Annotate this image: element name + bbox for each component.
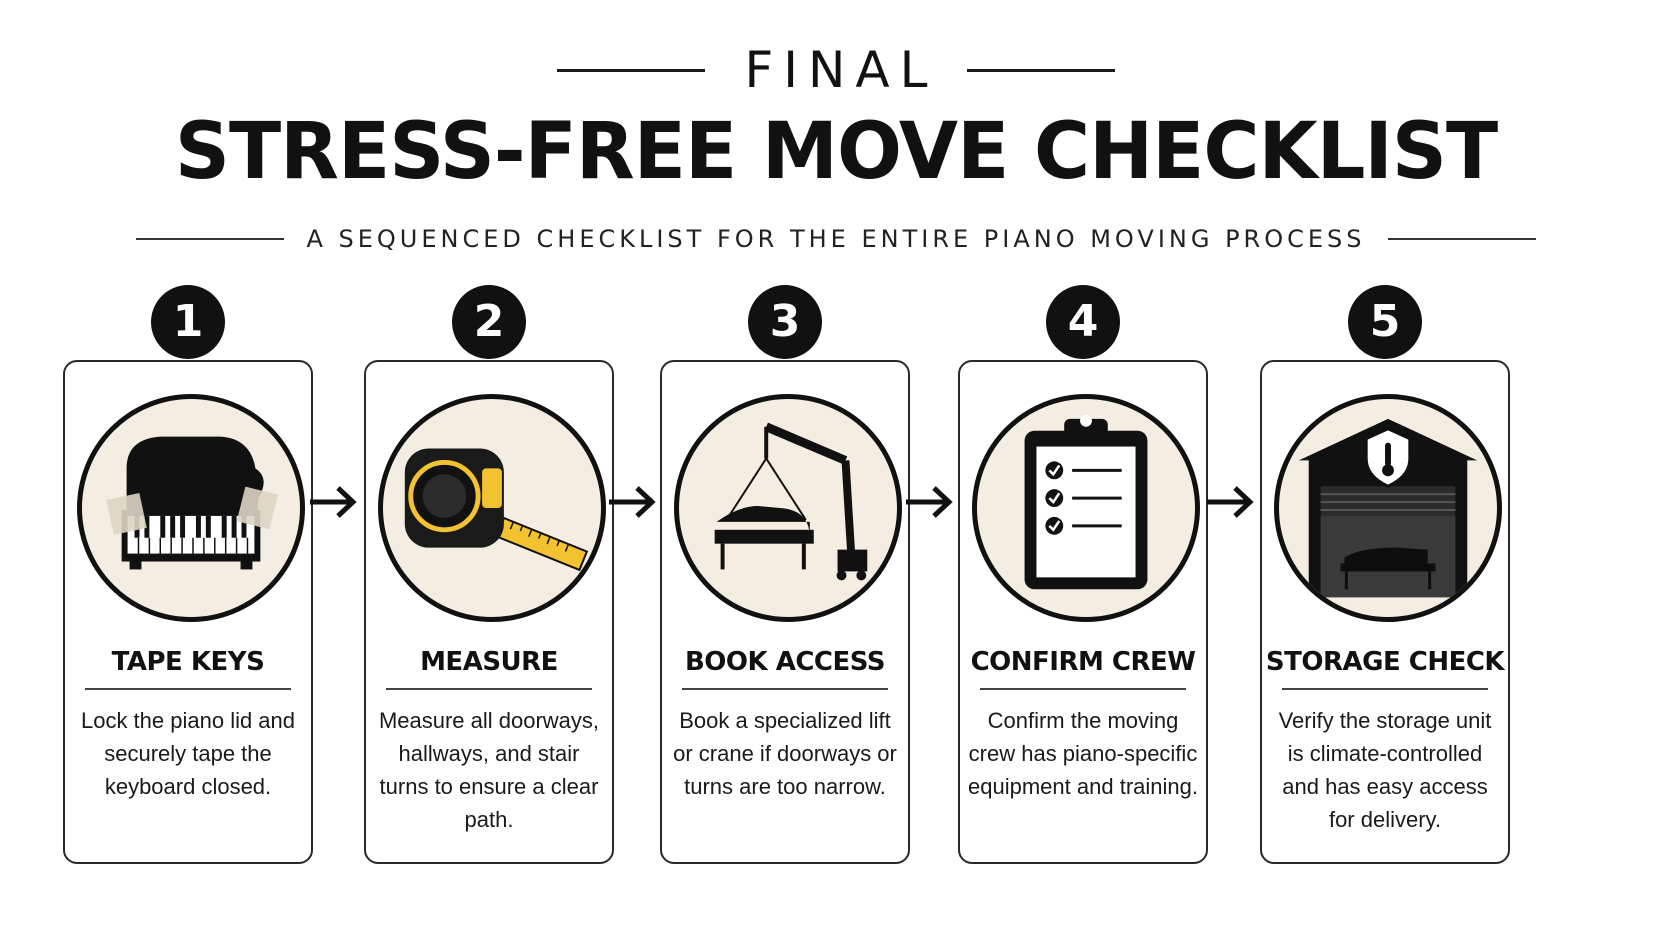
step-divider bbox=[980, 688, 1186, 690]
step-confirm-crew: 4 CONFIRM CREW Confirm the moving cre bbox=[958, 285, 1208, 875]
step-storage-check: 5 STORAGE CHECK Verify the stora bbox=[1260, 285, 1510, 875]
step-card: BOOK ACCESS Book a specialized lift or c… bbox=[660, 360, 910, 864]
step-description: Lock the piano lid and securely tape the… bbox=[80, 708, 296, 799]
step-tape-keys: 1 bbox=[63, 285, 313, 875]
arrow-right-icon bbox=[310, 486, 357, 518]
step-description: Confirm the moving crew has piano-specif… bbox=[968, 708, 1198, 799]
eyebrow-rule-left bbox=[556, 68, 705, 72]
step-title: MEASURE bbox=[420, 647, 558, 677]
step-book-access: 3 BOOK ACCESS Book a specialized lift or… bbox=[660, 285, 910, 875]
arrow-right-icon bbox=[906, 486, 953, 518]
step-description: Measure all doorways, hallways, and stai… bbox=[378, 708, 600, 832]
subtitle-rule-left bbox=[136, 238, 285, 240]
subtitle-rule-right bbox=[1387, 238, 1536, 240]
step-card: CONFIRM CREW Confirm the moving crew has… bbox=[958, 360, 1208, 864]
step-description: Book a specialized lift or crane if door… bbox=[673, 708, 897, 799]
step-card: MEASURE Measure all doorways, hallways, … bbox=[364, 360, 614, 864]
step-divider bbox=[386, 688, 592, 690]
step-number-badge: 2 bbox=[452, 285, 526, 359]
step-number-badge: 5 bbox=[1348, 285, 1422, 359]
arrow-right-icon bbox=[609, 486, 656, 518]
step-divider bbox=[1282, 688, 1488, 690]
step-number-badge: 3 bbox=[748, 285, 822, 359]
step-measure: 2 MEASURE Measure all doorways, hallways… bbox=[364, 285, 614, 875]
page-subtitle: A SEQUENCED CHECKLIST FOR THE ENTIRE PIA… bbox=[306, 225, 1366, 253]
step-title: CONFIRM CREW bbox=[970, 647, 1196, 677]
climate-storage-icon bbox=[1274, 394, 1502, 622]
header: FINAL STRESS-FREE MOVE CHECKLIST A SEQUE… bbox=[0, 0, 1672, 260]
subtitle-row: A SEQUENCED CHECKLIST FOR THE ENTIRE PIA… bbox=[0, 222, 1672, 256]
eyebrow-rule-right bbox=[967, 68, 1116, 72]
step-title: BOOK ACCESS bbox=[684, 647, 886, 677]
step-card: TAPE KEYS Lock the piano lid and securel… bbox=[63, 360, 313, 864]
step-number-badge: 1 bbox=[151, 285, 225, 359]
page-title: STRESS-FREE MOVE CHECKLIST bbox=[174, 107, 1498, 197]
eyebrow-row: FINAL bbox=[0, 38, 1672, 102]
step-description: Verify the storage unit is climate-contr… bbox=[1278, 708, 1492, 832]
taped-piano-icon bbox=[77, 394, 305, 622]
step-divider bbox=[682, 688, 888, 690]
step-number-badge: 4 bbox=[1046, 285, 1120, 359]
tape-measure-icon bbox=[378, 394, 606, 622]
step-divider bbox=[85, 688, 291, 690]
arrow-right-icon bbox=[1207, 486, 1254, 518]
crane-piano-icon bbox=[674, 394, 902, 622]
step-card: STORAGE CHECK Verify the storage unit is… bbox=[1260, 360, 1510, 864]
eyebrow-text: FINAL bbox=[744, 41, 938, 99]
clipboard-checklist-icon bbox=[972, 394, 1200, 622]
step-title: STORAGE CHECK bbox=[1265, 647, 1505, 677]
step-title: TAPE KEYS bbox=[111, 647, 265, 677]
